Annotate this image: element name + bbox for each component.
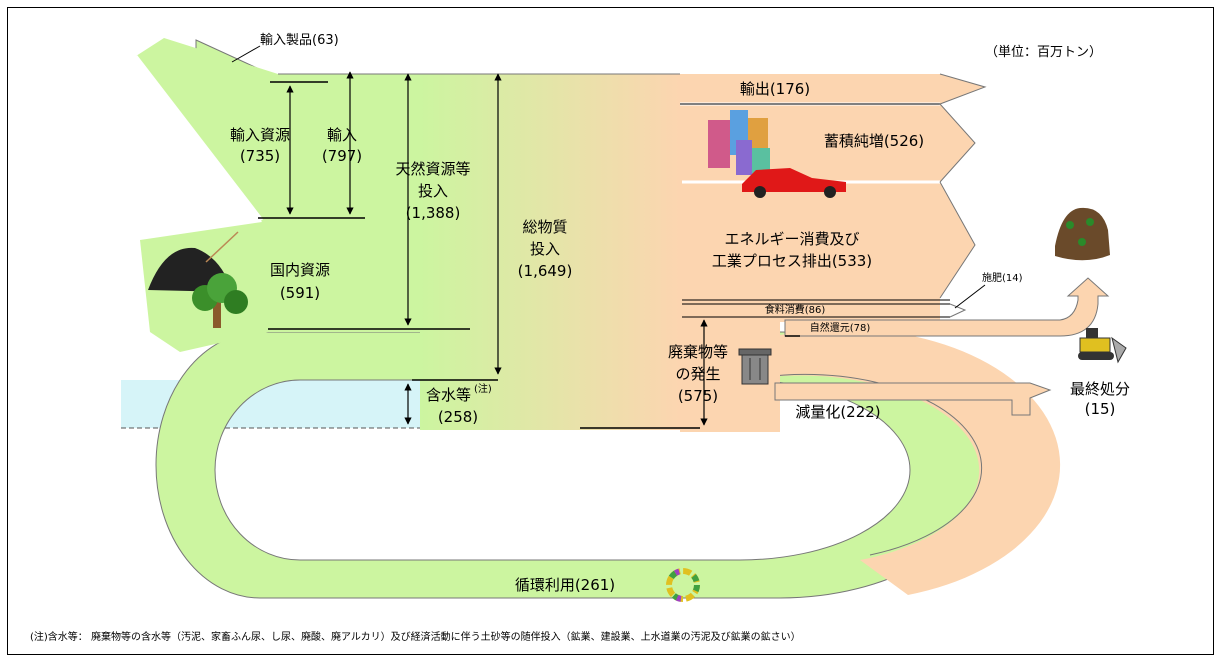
compost-icon	[1055, 207, 1110, 261]
domestic-resources-value: (591)	[280, 284, 320, 302]
recycle-icon	[666, 568, 700, 602]
imported-resources-value: (735)	[240, 147, 280, 165]
imported-resources-label: 輸入資源	[230, 126, 290, 144]
net-accumulation-label: 蓄積純増(526)	[824, 132, 924, 150]
energy-label-2: 工業プロセス排出(533)	[712, 252, 872, 270]
reduction-label: 減量化(222)	[795, 403, 880, 421]
final-disposal-flow	[774, 382, 1052, 416]
natural-resources-label-2: 投入	[418, 182, 448, 200]
energy-label: エネルギー消費及び	[724, 230, 859, 248]
water-content-note: (注)	[474, 382, 492, 395]
final-disposal-value: (15)	[1085, 400, 1116, 418]
food-consumption-label: 食料消費(86)	[765, 303, 826, 316]
total-input-label-2: 投入	[530, 240, 560, 258]
natural-return-flow	[784, 277, 1110, 337]
fertilizer-label: 施肥(14)	[982, 271, 1023, 284]
recycling-label: 循環利用(261)	[515, 576, 615, 594]
waste-label-2: の発生	[675, 365, 720, 383]
waste-value: (575)	[678, 387, 718, 405]
natural-resources-value: (1,388)	[406, 204, 461, 222]
water-content-label: 含水等	[426, 386, 471, 404]
water-content-value: (258)	[438, 408, 478, 426]
footnote: (注)含水等： 廃棄物等の含水等（汚泥、家畜ふん尿、し尿、廃酸、廃アルカリ）及び…	[30, 630, 801, 643]
imported-products-label: 輸入製品(63)	[260, 33, 339, 48]
car-icon	[742, 168, 846, 198]
trash-can-icon	[738, 348, 772, 385]
total-input-label: 総物質	[522, 218, 567, 236]
exports-label: 輸出(176)	[740, 80, 810, 98]
imports-label: 輸入	[327, 126, 357, 144]
unit-label: （単位：百万トン）	[985, 44, 1102, 60]
waste-label: 廃棄物等	[668, 343, 728, 361]
tree-icon	[192, 273, 248, 328]
buildings-icon	[708, 110, 770, 176]
natural-resources-label: 天然資源等	[395, 160, 470, 178]
total-input-body	[420, 74, 680, 430]
domestic-resources-label: 国内資源	[270, 261, 330, 279]
natural-return-label: 自然還元(78)	[810, 321, 871, 334]
final-disposal-label: 最終処分	[1070, 380, 1130, 398]
total-input-value: (1,649)	[518, 262, 573, 280]
bulldozer-icon	[1078, 328, 1127, 364]
imports-value: (797)	[322, 147, 362, 165]
